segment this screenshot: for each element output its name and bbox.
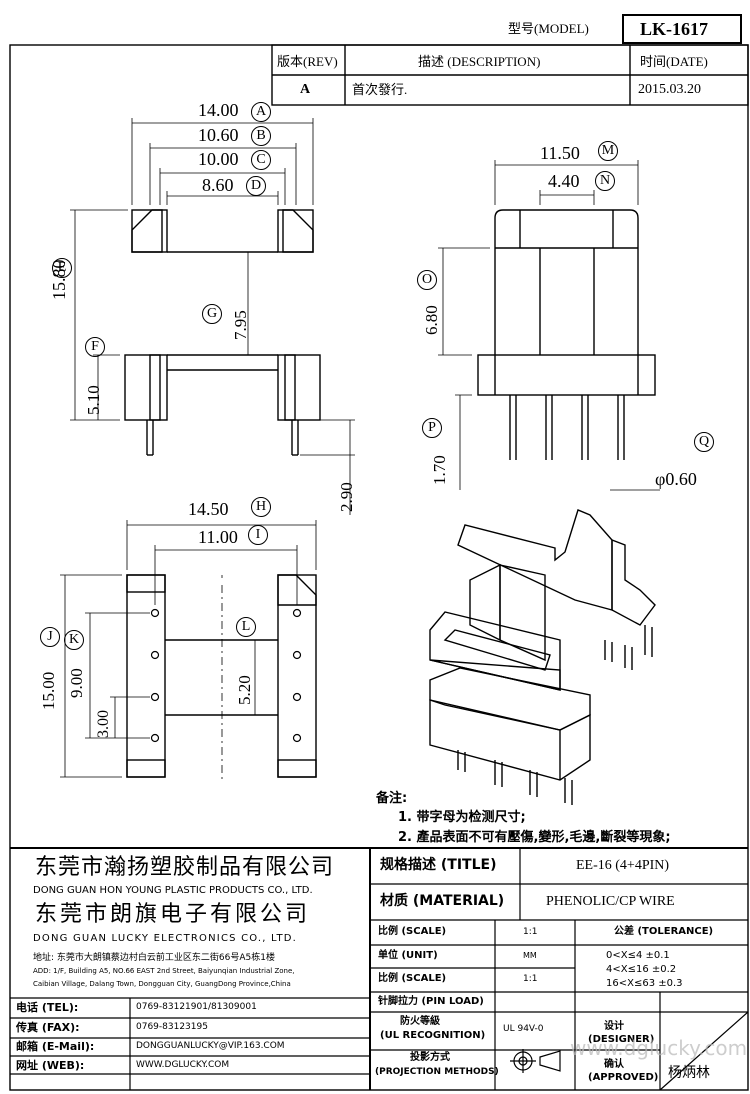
- company-address-en-1: ADD: 1/F, Building A5, NO.66 EAST 2nd St…: [33, 967, 295, 975]
- projection-label: 投影方式: [410, 1052, 450, 1063]
- dim-j-letter-badge: J: [40, 627, 60, 647]
- tel-value: 0769-83121901/81309001: [136, 1002, 257, 1012]
- email-value[interactable]: DONGGUANLUCKY@VIP.163.COM: [136, 1041, 285, 1051]
- dim-n-value: 4.40: [548, 171, 580, 191]
- dim-pitch-value: 3.00: [95, 710, 112, 738]
- revision-description: 首次發行.: [352, 82, 408, 97]
- tolerance-row: 16<X≤63 ±0.3: [606, 978, 683, 989]
- dim-c-letter-badge: C: [251, 150, 271, 170]
- dim-q-letter-badge: Q: [694, 432, 714, 452]
- dim-g-letter-badge: G: [202, 304, 222, 324]
- pin-load-label: 针脚拉力 (PIN LOAD): [378, 996, 484, 1007]
- projection-label-en: (PROJECTION METHODS): [375, 1067, 499, 1077]
- web-label: 网址 (WEB):: [16, 1059, 85, 1072]
- company-name-2-en: DONG GUAN LUCKY ELECTRONICS CO., LTD.: [33, 933, 298, 944]
- dim-f-value: 5.10: [84, 385, 103, 415]
- tolerance-row: 4<X≤16 ±0.2: [606, 964, 677, 975]
- scale-2-label: 比例 (SCALE): [378, 973, 447, 984]
- company-name-2-cn: 东莞市朗旗电子有限公司: [35, 901, 311, 926]
- dim-o-value: 6.80: [422, 305, 441, 335]
- side-dimension-lines: [438, 160, 660, 491]
- scale-2-value: 1:1: [523, 974, 538, 984]
- ul-value: UL 94V-0: [503, 1024, 544, 1034]
- ul-label: 防火等級: [400, 1016, 440, 1027]
- bottom-view: [126, 574, 317, 778]
- description-column-header: 描述 (DESCRIPTION): [418, 54, 541, 69]
- bottom-dimension-lines: [60, 520, 317, 780]
- company-address-en-2: Caibian Village, Dalang Town, Dongguan C…: [33, 980, 291, 988]
- material-value: PHENOLIC/CP WIRE: [546, 894, 675, 909]
- dim-n-letter-badge: N: [595, 171, 615, 191]
- tel-label: 电话 (TEL):: [16, 1001, 79, 1014]
- web-value[interactable]: WWW.DGLUCKY.COM: [136, 1060, 230, 1070]
- ul-label-en: (UL RECOGNITION): [380, 1030, 486, 1041]
- approved-label: 确认: [604, 1059, 624, 1070]
- dim-m-value: 11.50: [540, 143, 580, 163]
- company-name-1-en: DONG GUAN HON YOUNG PLASTIC PRODUCTS CO.…: [33, 885, 313, 896]
- designer-label-en: (DESIGNER): [588, 1034, 655, 1045]
- material-label: 材质 (MATERIAL): [380, 893, 505, 909]
- dim-o-letter-badge: O: [417, 270, 437, 290]
- dim-f-letter-badge: F: [85, 337, 105, 357]
- dim-h-value: 14.50: [188, 499, 229, 519]
- dim-c-value: 10.00: [198, 149, 239, 169]
- dim-l-value: 5.20: [235, 675, 254, 705]
- dim-e-letter-badge: E: [52, 258, 72, 278]
- fax-label: 传真 (FAX):: [16, 1021, 80, 1034]
- revision-value: A: [300, 82, 311, 97]
- projection-symbol-icon: [510, 1049, 561, 1073]
- unit-label: 单位 (UNIT): [378, 950, 438, 961]
- tolerance-title: 公差 (TOLERANCE): [614, 926, 714, 937]
- revision-date: 2015.03.20: [638, 82, 701, 97]
- email-label: 邮箱 (E-Mail):: [16, 1040, 95, 1053]
- rev-column-header: 版本(REV): [277, 54, 338, 69]
- unit-value: MM: [523, 951, 537, 960]
- date-column-header: 时间(DATE): [640, 54, 708, 69]
- dim-h-letter-badge: H: [251, 497, 271, 517]
- approved-label-en: (APPROVED): [588, 1072, 659, 1083]
- dim-b-value: 10.60: [198, 125, 239, 145]
- dim-m-letter-badge: M: [598, 141, 618, 161]
- tolerance-row: 0<X≤4 ±0.1: [606, 950, 670, 961]
- fax-value: 0769-83123195: [136, 1022, 208, 1032]
- title-label: 规格描述 (TITLE): [380, 857, 497, 873]
- scale-label: 比例 (SCALE): [378, 926, 447, 937]
- approver-name: 杨炳林: [668, 1065, 710, 1081]
- title-value: EE-16 (4+4PIN): [576, 858, 670, 873]
- dim-l-letter-badge: L: [236, 617, 256, 637]
- title-block-lines: [10, 847, 749, 1091]
- isometric-view: [429, 509, 656, 805]
- note-item: 2. 產品表面不可有壓傷,變形,毛邊,斷裂等現象;: [398, 830, 671, 845]
- dim-p-value: 1.70: [430, 455, 449, 485]
- company-address-cn: 地址: 东莞市大朗镇蔡边村白云前工业区东二街66号A5栋1楼: [33, 953, 275, 963]
- dim-k-letter-badge: K: [64, 630, 84, 650]
- dim-b-letter-badge: B: [251, 126, 271, 146]
- model-value: LK-1617: [640, 19, 709, 39]
- dim-j-value: 15.00: [39, 671, 58, 710]
- watermark: www.dglucky.com: [570, 1036, 748, 1060]
- notes-title: 备注:: [376, 791, 408, 806]
- side-view: [477, 209, 656, 460]
- dim-d-value: 8.60: [202, 175, 234, 195]
- dim-i-letter-badge: I: [248, 525, 268, 545]
- dim-q-value: φ0.60: [655, 469, 697, 489]
- dim-p-letter-badge: P: [422, 418, 442, 438]
- front-view: [124, 209, 321, 456]
- scale-value: 1:1: [523, 927, 538, 937]
- dim-d-letter-badge: D: [246, 176, 266, 196]
- dim-a-value: 14.00: [198, 100, 239, 120]
- model-label: 型号(MODEL): [508, 21, 589, 36]
- dim-a-letter-badge: A: [251, 102, 271, 122]
- dim-k-value: 9.00: [67, 668, 86, 698]
- company-name-1-cn: 东莞市瀚扬塑胶制品有限公司: [35, 854, 335, 879]
- dim-pin-length-value: 2.90: [337, 482, 356, 512]
- dim-i-value: 11.00: [198, 527, 238, 547]
- designer-label: 设计: [604, 1021, 624, 1032]
- note-item: 1. 带字母为检测尺寸;: [398, 810, 526, 825]
- dim-g-value: 7.95: [231, 310, 250, 340]
- front-dimension-lines: [70, 118, 355, 515]
